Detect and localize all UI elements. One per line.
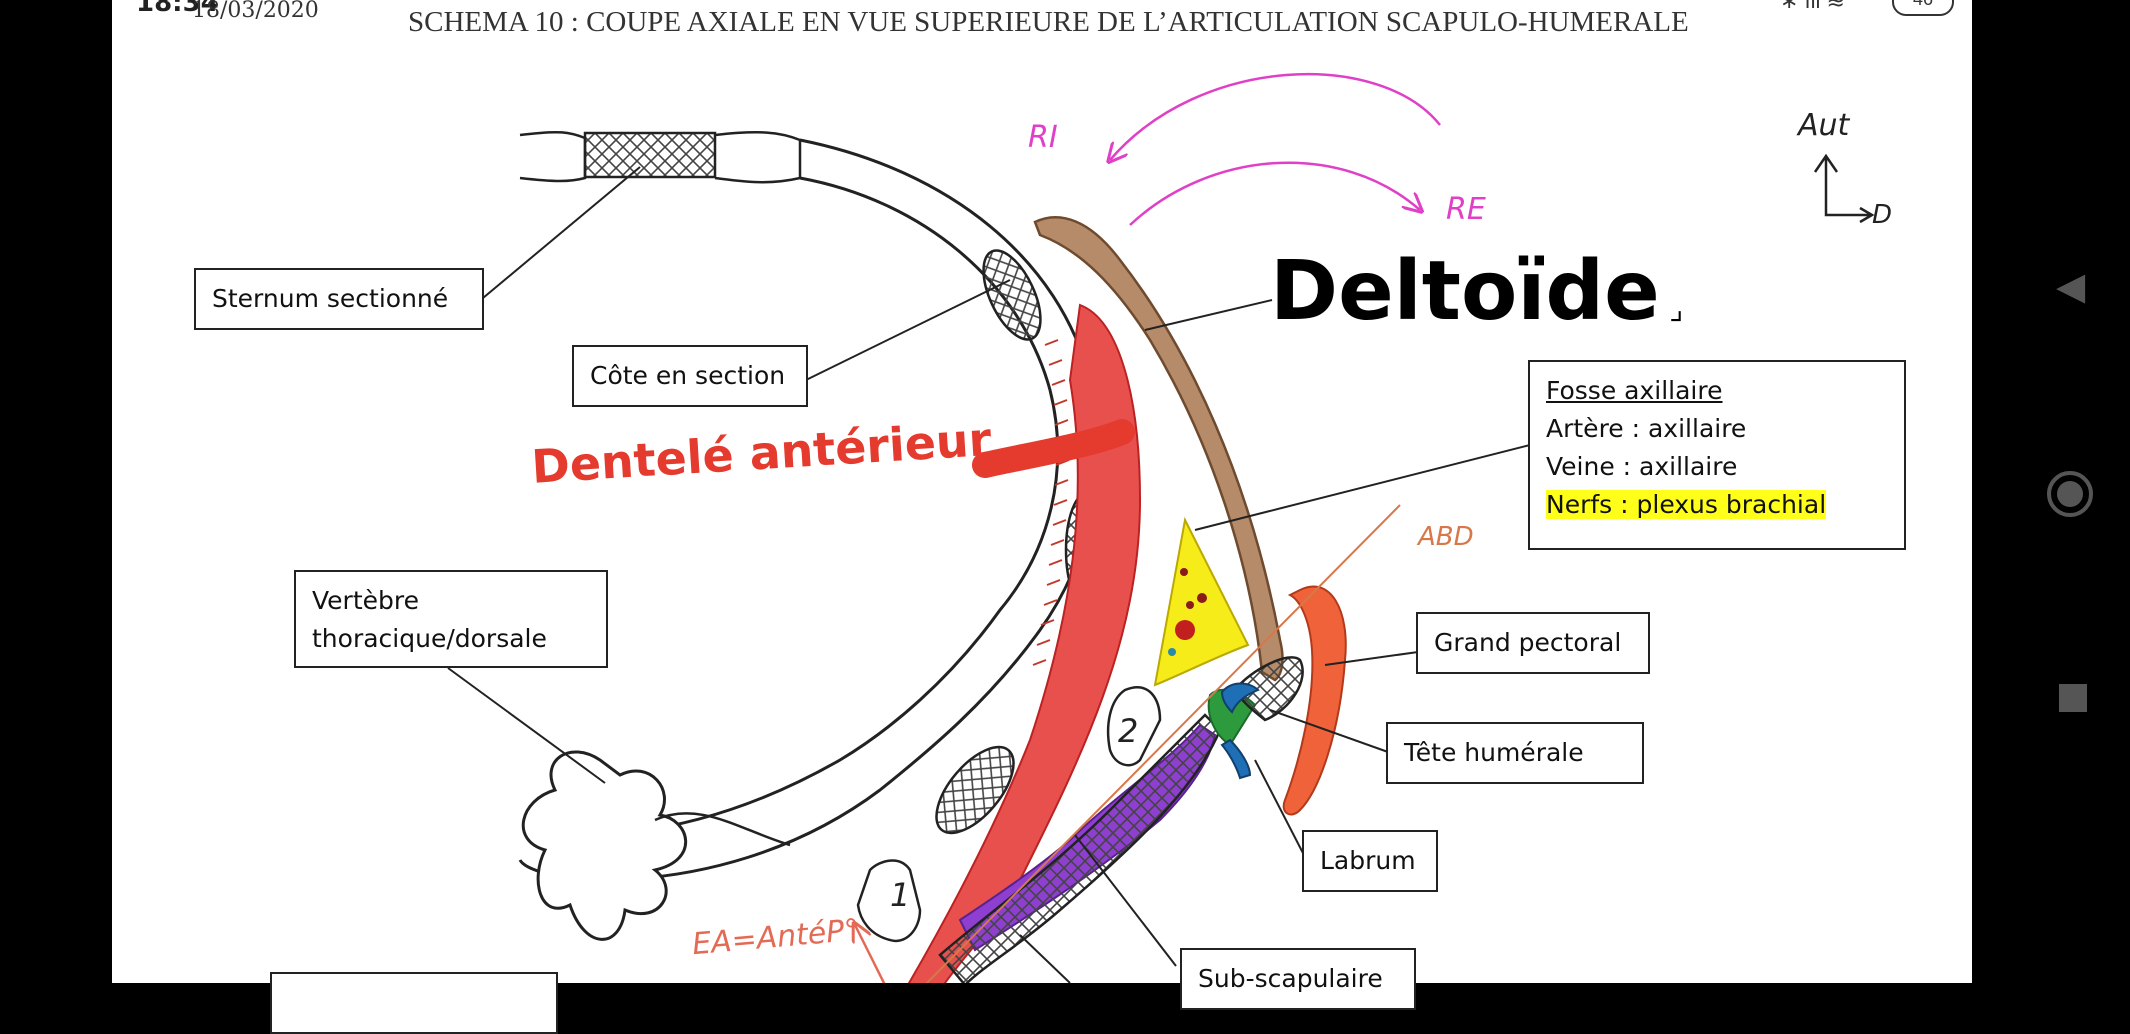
deltoide-text: Deltoïde [1270,244,1660,339]
label-sternum-text: Sternum sectionné [212,284,449,313]
home-icon[interactable] [2046,470,2094,525]
label-sternum: Sternum sectionné [194,268,484,330]
orientation-axes-icon [1813,153,1875,224]
grand-pectoral-muscle [1282,585,1347,816]
labrum-text: Labrum [1320,846,1416,875]
number-2-label: 2 [1118,712,1139,750]
aut-label: Aut [1798,108,1850,143]
status-date: 18/03/2020 [192,0,319,23]
vertebre-line2: thoracique/dorsale [312,624,547,653]
vertebre-line1: Vertèbre [312,586,419,615]
ri-arrow [1110,72,1441,160]
signal-wifi-icon: ∗ ıll ≋ [1780,0,1845,13]
deltoide-annotation: Deltoïde ⌟ [1270,244,1684,339]
battery-level: 46 [1913,0,1933,9]
label-tete-humerale: Tête humérale [1386,722,1644,784]
number-1-label: 1 [890,876,911,914]
fosse-veine: Veine : axillaire [1546,452,1738,481]
sternum-drawing [519,130,802,184]
d-label: D [1872,200,1893,230]
label-vertebre: Vertèbre thoracique/dorsale [294,570,608,668]
back-icon[interactable]: ◀ [2056,266,2086,308]
dentele-highlight-mark [972,419,1135,478]
label-fosse-axillaire: Fosse axillaire Artère : axillaire Veine… [1528,360,1906,550]
scapulo-humeral-diagram [447,72,1875,983]
re-label: RE [1446,192,1486,227]
sub-scapulaire-text: Sub-scapulaire [1198,964,1383,993]
status-time: 18:34 [136,0,219,18]
grand-pectoral-text: Grand pectoral [1434,628,1622,657]
abd-axis-line [925,504,1401,983]
fosse-title: Fosse axillaire [1546,376,1723,405]
page-title: SCHEMA 10 : COUPE AXIALE EN VUE SUPERIEU… [408,6,1689,38]
fosse-nerfs: Nerfs : plexus brachial [1546,490,1827,519]
label-cote-text: Côte en section [590,361,786,390]
tete-humerale-text: Tête humérale [1404,738,1584,767]
recents-icon[interactable] [2058,682,2088,720]
label-sub-scapulaire: Sub-scapulaire [1180,948,1416,1010]
bone-1-drawing [856,859,922,943]
re-arrow [1129,161,1420,226]
leader-lines [447,166,1531,983]
scapula-blade-drawing [938,713,1222,983]
label-cut-off [270,972,558,1034]
label-cote: Côte en section [572,345,808,407]
fosse-axillaire-drawing [1153,516,1250,687]
humeral-head-drawing [1207,656,1304,780]
fosse-artere: Artère : axillaire [1546,414,1747,443]
abd-label: ABD [1418,522,1474,552]
label-grand-pectoral: Grand pectoral [1416,612,1650,674]
ri-label: RI [1028,120,1058,155]
label-labrum: Labrum [1302,830,1438,892]
ea-arrow [855,925,886,983]
scapula-drawing [1106,686,1162,767]
